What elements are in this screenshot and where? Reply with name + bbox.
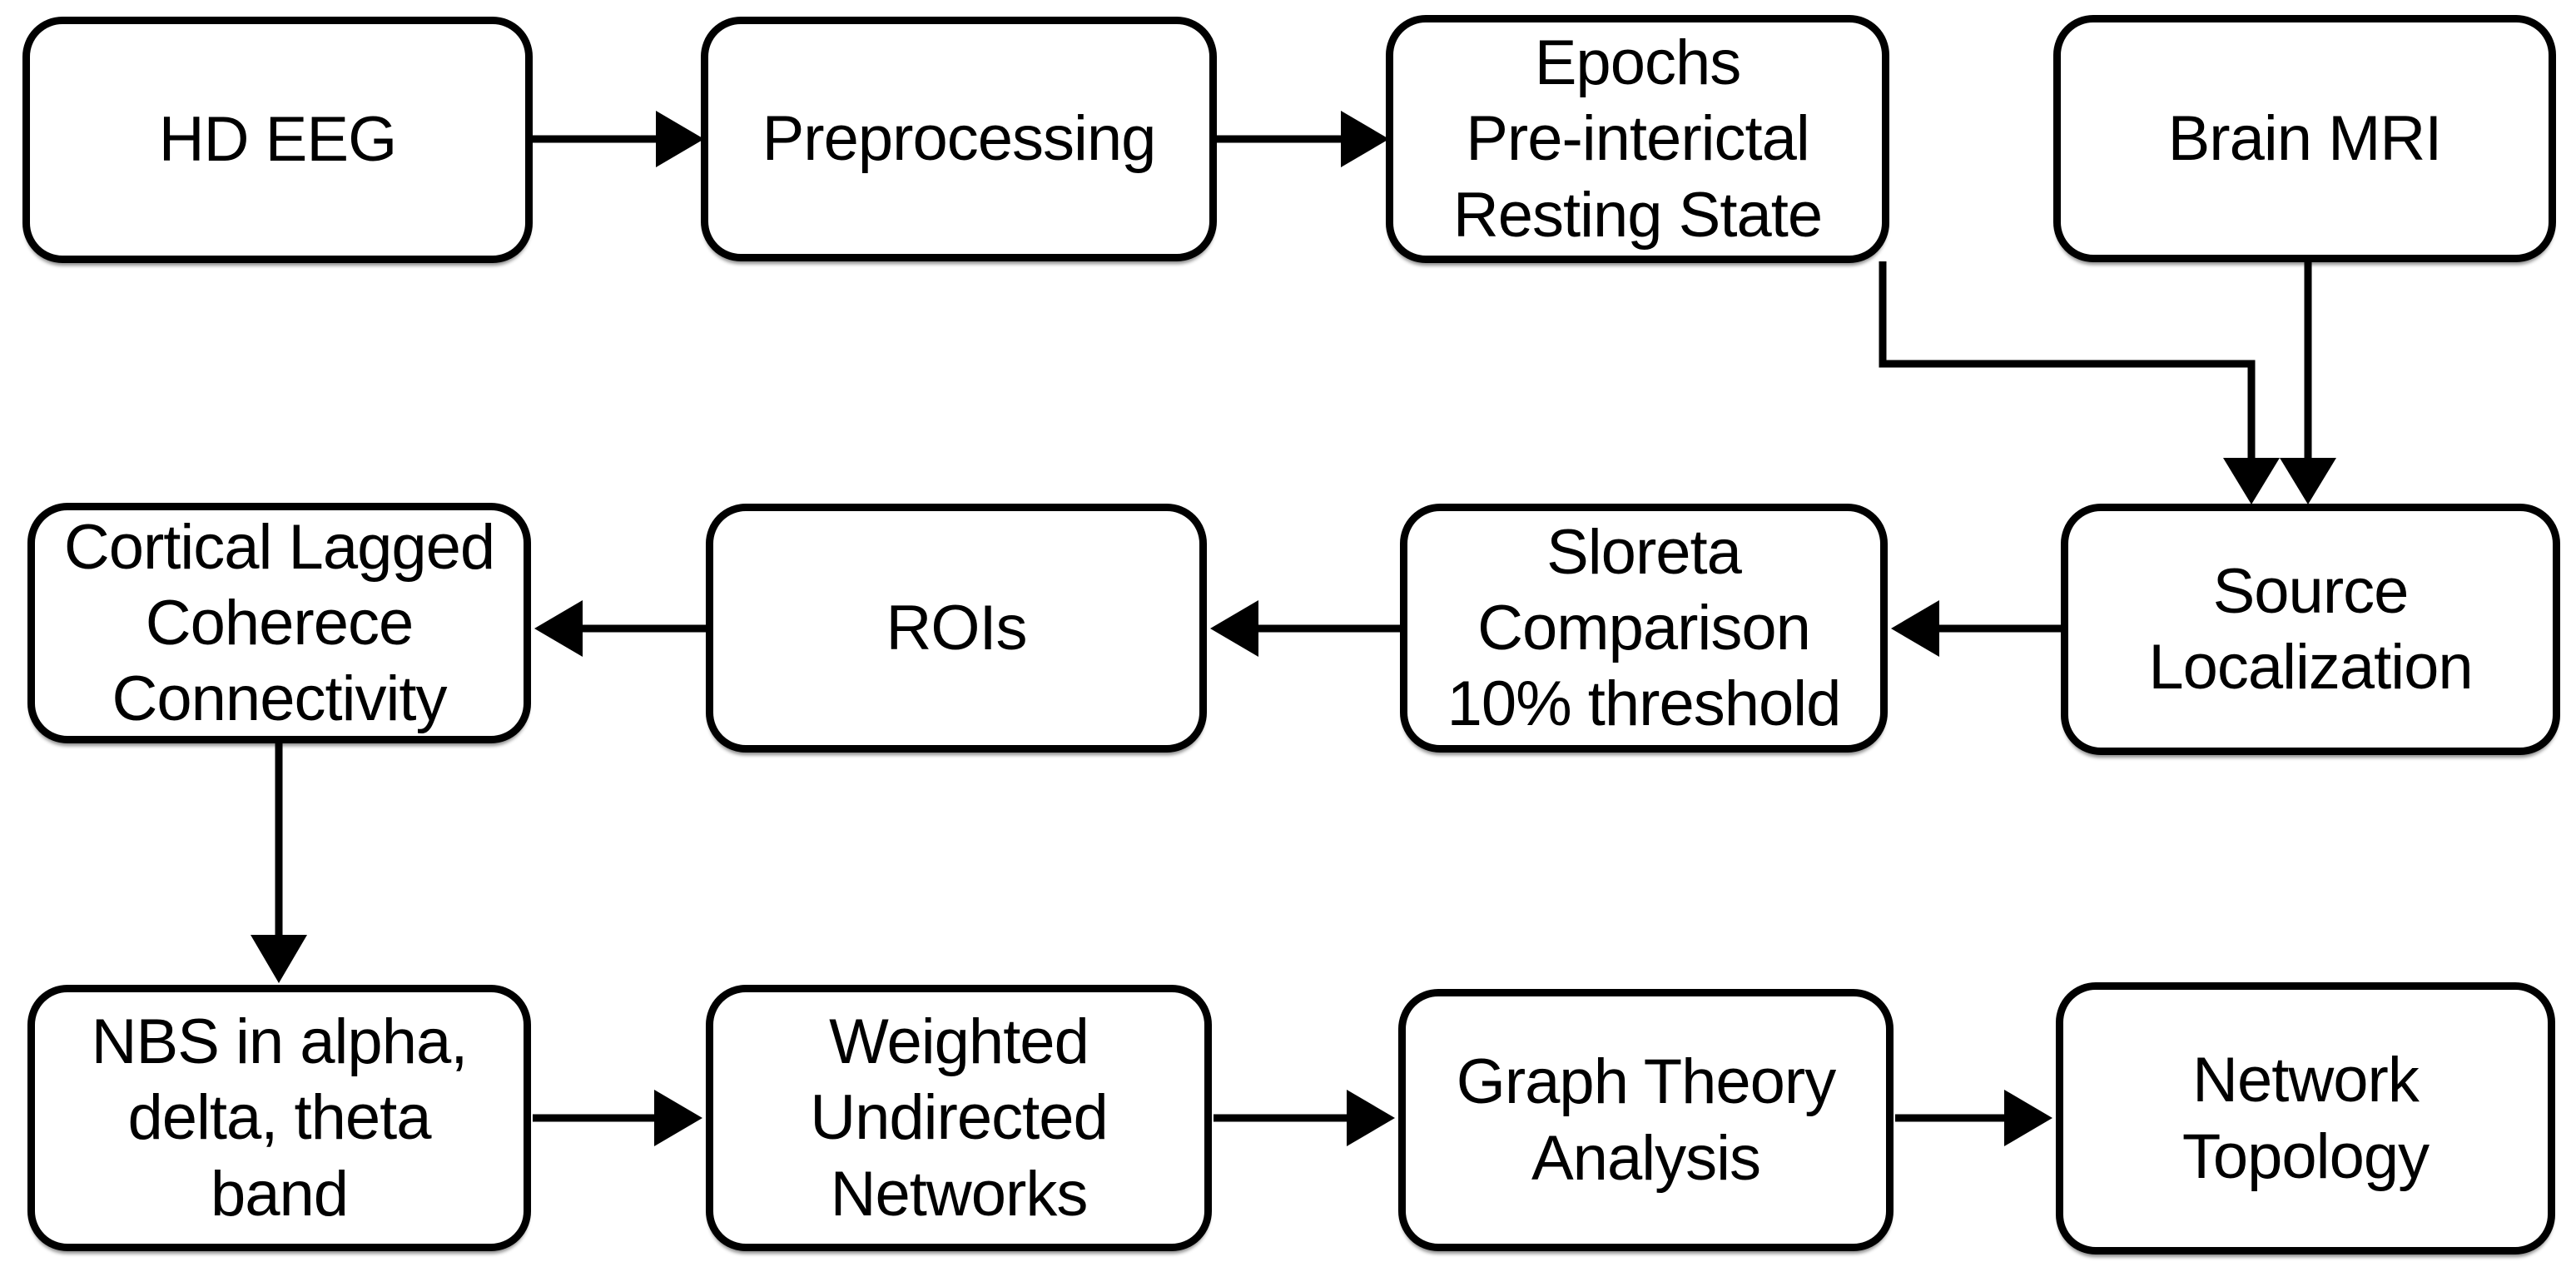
node-preprocessing: Preprocessing <box>701 17 1217 261</box>
node-rois: ROIs <box>706 504 1207 753</box>
node-source-localization: Source Localization <box>2061 504 2560 755</box>
arrow-cortical-to-nbs <box>251 742 307 983</box>
node-nbs-label: NBS in alpha, delta, theta band <box>91 1006 469 1230</box>
node-weighted-label: Weighted Undirected Networks <box>810 1006 1109 1230</box>
node-network-label: Network Topology <box>2181 1045 2430 1192</box>
node-weighted-undirected-networks: Weighted Undirected Networks <box>706 985 1212 1251</box>
node-preprocessing-label: Preprocessing <box>762 103 1157 175</box>
arrow-epochs-to-source-localization <box>1879 261 2280 504</box>
node-sloreta-label: Sloreta Comparison 10% threshold <box>1447 516 1842 740</box>
node-brain-mri-label: Brain MRI <box>2167 102 2443 174</box>
node-source-label: Source Localization <box>2148 555 2473 703</box>
node-sloreta-comparison: Sloreta Comparison 10% threshold <box>1400 504 1888 753</box>
arrow-weighted-to-graph-theory <box>1214 1090 1395 1146</box>
node-hd-eeg-label: HD EEG <box>158 104 397 176</box>
arrow-sloreta-to-rois <box>1210 600 1402 657</box>
arrow-brain-mri-to-source-localization <box>2280 261 2336 504</box>
node-graph-label: Graph Theory Analysis <box>1456 1046 1837 1194</box>
node-brain-mri: Brain MRI <box>2053 15 2556 262</box>
arrow-rois-to-cortical <box>534 600 707 657</box>
node-network-topology: Network Topology <box>2056 982 2555 1255</box>
node-epochs-label: Epochs Pre-interictal Resting State <box>1452 27 1823 251</box>
arrow-preprocessing-to-epochs <box>1217 111 1389 167</box>
node-hd-eeg: HD EEG <box>22 17 533 263</box>
node-nbs: NBS in alpha, delta, theta band <box>27 985 531 1251</box>
node-cortical-lagged-coherece-connectivity: Cortical Lagged Coherece Connectivity <box>27 503 531 743</box>
node-graph-theory-analysis: Graph Theory Analysis <box>1398 989 1894 1251</box>
arrow-nbs-to-weighted <box>533 1090 702 1146</box>
arrow-graph-theory-to-network-topology <box>1895 1090 2052 1146</box>
node-cortical-label: Cortical Lagged Coherece Connectivity <box>63 511 495 735</box>
arrow-source-localization-to-sloreta <box>1891 600 2062 657</box>
node-epochs: Epochs Pre-interictal Resting State <box>1386 15 1889 263</box>
node-rois-label: ROIs <box>886 592 1027 663</box>
arrow-hd-eeg-to-preprocessing <box>533 111 704 167</box>
